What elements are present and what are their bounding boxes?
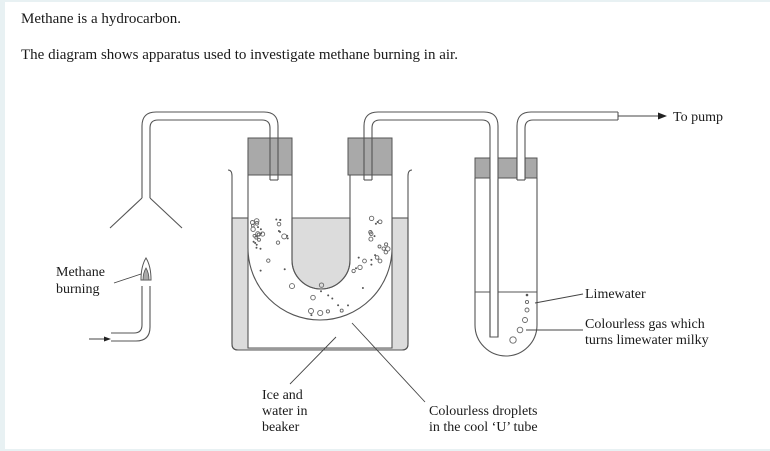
label-cool-u-tube: in the cool ‘U’ tube (429, 420, 538, 435)
droplet (357, 256, 360, 259)
droplet (320, 290, 322, 293)
droplet (368, 231, 374, 237)
intro-text-diagram-description: The diagram shows apparatus used to inve… (21, 47, 458, 63)
label-limewater: Limewater (585, 287, 646, 302)
burner-tube (111, 286, 151, 342)
droplet (368, 236, 374, 242)
droplet (374, 222, 377, 225)
droplet (361, 287, 364, 289)
label-burning: burning (56, 282, 100, 297)
droplet (254, 220, 260, 226)
droplet (275, 218, 278, 221)
droplet (275, 240, 281, 245)
u-tube-inner-wall (291, 150, 351, 290)
droplet (384, 242, 389, 247)
droplet (370, 263, 373, 266)
droplet (255, 246, 258, 249)
droplet (373, 235, 376, 238)
droplet (355, 267, 357, 270)
funnel-tube (109, 111, 279, 229)
droplet (337, 304, 340, 307)
droplet (357, 264, 363, 271)
label-turns-milky: turns limewater milky (585, 333, 709, 348)
droplet (279, 218, 282, 221)
droplet (370, 258, 373, 261)
label-colourless-droplets: Colourless droplets (429, 404, 538, 419)
droplet (325, 309, 330, 314)
droplet (277, 230, 280, 232)
droplet (374, 254, 377, 257)
label-methane: Methane (56, 265, 105, 280)
droplet (254, 242, 257, 244)
droplet (310, 294, 316, 301)
droplet (385, 246, 391, 252)
label-colourless-gas: Colourless gas which (585, 317, 705, 332)
arrow-right-icon (658, 112, 667, 120)
droplet (377, 244, 382, 249)
droplet (289, 283, 295, 290)
funnel-tube-outer (141, 111, 279, 198)
droplet (286, 234, 289, 237)
u-tube (232, 137, 408, 321)
droplet (259, 269, 262, 272)
intro-text-hydrocarbon: Methane is a hydrocarbon. (21, 11, 181, 27)
droplet (351, 268, 356, 274)
droplet (308, 308, 314, 314)
droplet (252, 233, 257, 238)
droplet (362, 258, 367, 264)
droplet (255, 231, 261, 237)
gas-inlet-arrow-icon (104, 336, 111, 342)
droplet (376, 221, 379, 223)
droplet (260, 232, 263, 235)
droplet (377, 258, 383, 264)
droplet (318, 282, 325, 288)
droplet (310, 314, 313, 317)
droplet (374, 255, 380, 260)
droplet (327, 294, 330, 297)
funnel-tube-inner (149, 119, 271, 198)
label-water-in: water in (262, 404, 307, 419)
droplet (257, 237, 261, 242)
droplet (266, 258, 271, 263)
bung-limewater (474, 157, 538, 179)
label-to-pump: To pump (673, 110, 723, 125)
droplet (331, 297, 334, 300)
methane-burner (89, 257, 152, 342)
droplet (317, 309, 324, 317)
droplet (286, 237, 289, 240)
droplet (276, 221, 282, 227)
droplet (253, 218, 260, 224)
label-beaker: beaker (262, 420, 300, 435)
droplet (250, 226, 256, 232)
droplet (259, 247, 262, 250)
droplet (368, 215, 375, 222)
droplet (283, 268, 286, 271)
beaker-wall-left (227, 169, 413, 351)
droplet (252, 240, 255, 243)
droplets (249, 215, 391, 317)
droplet (255, 243, 258, 246)
droplet (259, 228, 262, 231)
limewater-tube (474, 111, 619, 357)
funnel (109, 197, 183, 229)
droplet (339, 308, 344, 313)
bung-right (347, 137, 393, 176)
droplet (347, 304, 349, 307)
droplet (257, 226, 259, 229)
label-ice-and: Ice and (262, 388, 303, 403)
u-tube-inner-water (291, 217, 351, 290)
